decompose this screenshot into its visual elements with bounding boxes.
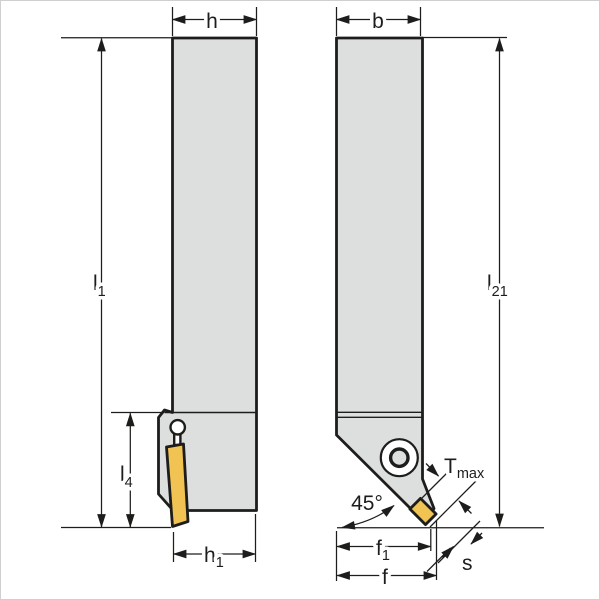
dim-label-h: h [206, 10, 218, 33]
clamp-screw-hole [388, 447, 410, 469]
dim-l1: l1 [61, 37, 173, 529]
right-view: b l21 45° Tmax f1 [335, 7, 544, 593]
clamp-pin-icon [169, 418, 187, 436]
dim-l21: l21 [422, 36, 511, 528]
dim-angle-45: 45° [341, 489, 395, 530]
dim-label-h1: h1 [204, 544, 224, 571]
dim-l4: l4 [111, 411, 164, 528]
dim-h: h [171, 7, 258, 37]
dim-label-l4: l4 [120, 463, 133, 491]
dim-s: s [426, 520, 484, 579]
dim-label-l21: l21 [487, 272, 508, 300]
dim-label-45: 45° [351, 492, 383, 515]
dim-h1: h1 [172, 514, 257, 575]
dim-label-l1: l1 [93, 272, 106, 300]
dim-tmax: Tmax [421, 452, 488, 528]
dim-label-f1: f1 [376, 537, 390, 564]
dim-label-tmax: Tmax [444, 455, 485, 482]
dim-b: b [335, 7, 422, 37]
dim-label-b: b [372, 10, 384, 33]
left-view: h l1 l4 h1 [61, 7, 258, 575]
dim-label-f: f [382, 566, 388, 589]
dim-label-s: s [462, 552, 473, 575]
insert-blade-side [165, 442, 190, 528]
insert-blade-front [408, 497, 438, 526]
tool-body-side [157, 36, 258, 512]
